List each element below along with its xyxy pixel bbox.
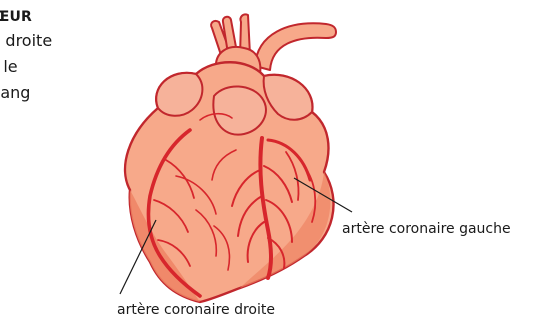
- label-left-coronary-artery: artère coronaire gauche: [342, 220, 511, 238]
- label-right-coronary-artery: artère coronaire droite: [117, 301, 275, 319]
